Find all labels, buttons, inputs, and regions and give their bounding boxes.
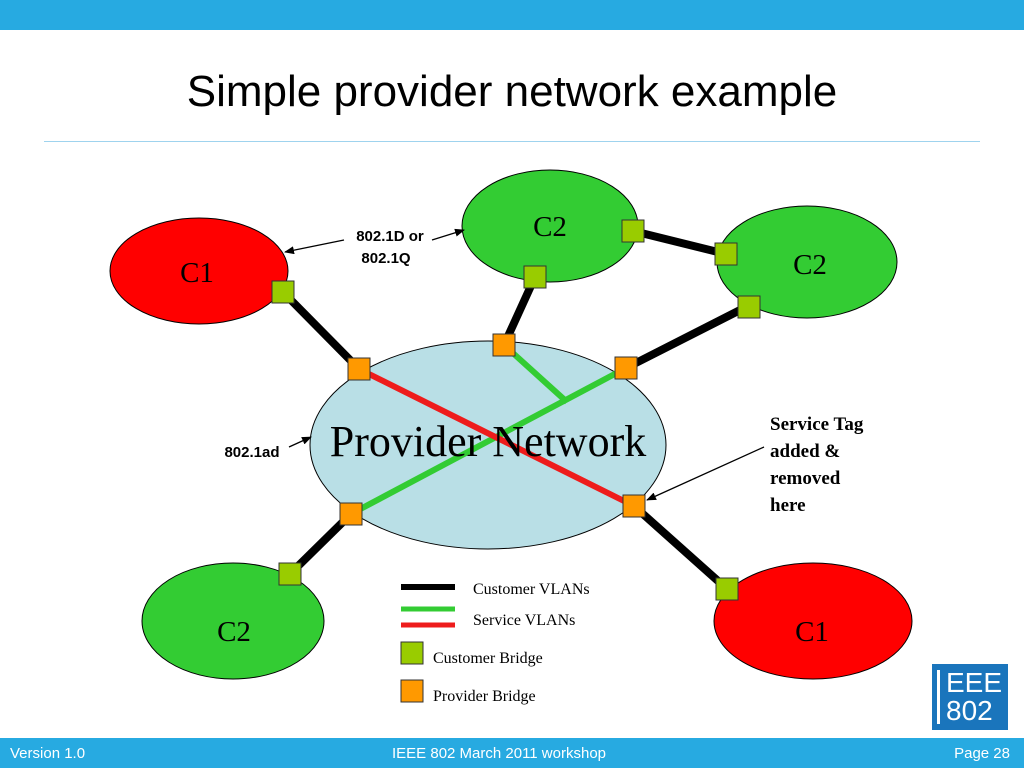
label-c1-left: C1: [180, 257, 214, 289]
network-diagram: C1 C2 C2 C2 C1 Provider Network 802.1D o…: [109, 169, 913, 705]
logo-line2: 802: [946, 695, 993, 726]
footer-page-number: Page 28: [954, 745, 1010, 762]
customer-network-c2-bottom: [141, 562, 325, 680]
customer-network-c1-left: [109, 217, 289, 325]
logo-line1: EEE: [946, 667, 1003, 698]
label-c2-right: C2: [793, 249, 827, 281]
ieee-802-logo: EEE 802: [932, 664, 1008, 730]
annotation-802-1d-line1: 802.1D or: [356, 228, 424, 245]
label-c2-bottom: C2: [217, 616, 251, 648]
footer-version: Version 1.0: [10, 745, 86, 762]
annotation-service-tag-line1: Service Tag: [770, 414, 864, 435]
footer-event: IEEE 802 March 2011 workshop: [392, 745, 607, 762]
customer-bridges: [271, 219, 761, 601]
label-c2-top: C2: [533, 211, 567, 243]
title-divider: [44, 141, 980, 142]
slide-title: Simple provider network example: [186, 67, 838, 116]
customer-network-c1-bottom: [713, 562, 913, 680]
annotation-802-1ad: 802.1ad: [224, 444, 279, 461]
logo-stripe: [937, 670, 940, 724]
annotation-service-tag-line4: here: [770, 495, 806, 516]
legend-customer-bridge-label: Customer Bridge: [433, 650, 543, 667]
legend-provider-bridge-swatch: [400, 679, 424, 703]
provider-bridges: [339, 333, 646, 526]
legend-provider-bridge-label: Provider Bridge: [433, 688, 536, 705]
annotation-802-1d-line2: 802.1Q: [361, 250, 411, 267]
label-provider-network: Provider Network: [330, 417, 647, 466]
annotation-service-tag-line2: added &: [770, 441, 840, 462]
top-accent-bar: [0, 0, 1024, 30]
legend-service-vlans-label: Service VLANs: [473, 612, 575, 629]
annotation-arrows: [284, 228, 765, 501]
footer-bar: Version 1.0 IEEE 802 March 2011 workshop…: [0, 738, 1024, 768]
annotation-service-tag-line3: removed: [770, 468, 841, 489]
label-c1-bottom: C1: [795, 616, 829, 648]
legend-customer-bridge-swatch: [400, 641, 424, 665]
legend: Customer VLANs Service VLANs Customer Br…: [400, 581, 590, 705]
legend-customer-vlans-label: Customer VLANs: [473, 581, 590, 598]
